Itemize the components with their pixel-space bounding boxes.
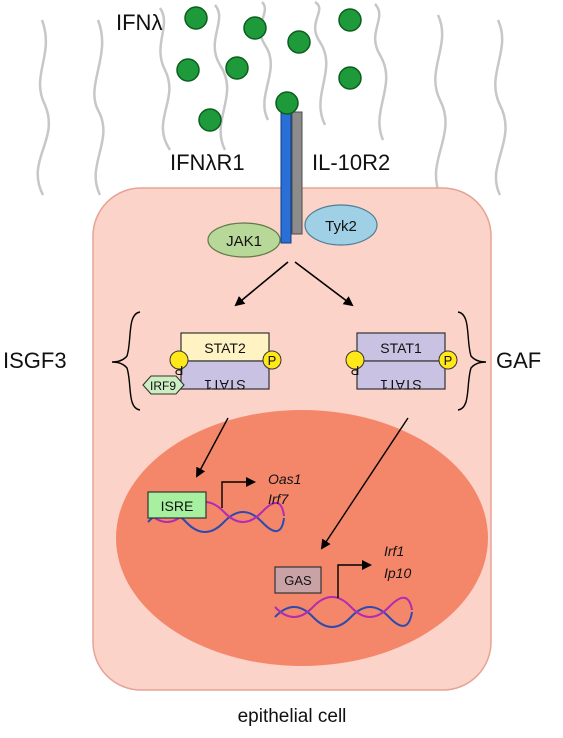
nucleus bbox=[116, 410, 488, 666]
gas-label: GAS bbox=[284, 573, 312, 588]
ifn-lambda-molecule bbox=[198, 108, 222, 132]
arrow-to-gaf bbox=[294, 261, 354, 307]
isre-transcription-arrow bbox=[221, 477, 256, 508]
ifn-lambda-molecule bbox=[184, 6, 208, 30]
stat1-label-gaf-top: STAT1 bbox=[380, 340, 422, 356]
stat2-protein bbox=[180, 332, 270, 362]
wavy-line bbox=[93, 19, 105, 196]
stat1-protein-gaf-top bbox=[356, 332, 446, 362]
phospho-site-isgf3-right bbox=[262, 350, 282, 370]
phospho-site-gaf-right bbox=[438, 350, 458, 370]
gaf-bracket bbox=[457, 311, 487, 411]
tyk2-label: Tyk2 bbox=[325, 218, 357, 235]
jak1-kinase bbox=[207, 222, 281, 258]
gas-element bbox=[274, 566, 322, 594]
stat1-label-gaf-bottom: STAT1 bbox=[380, 377, 422, 393]
ifn-lambda-molecule bbox=[287, 30, 311, 54]
il10r2-label: IL-10R2 bbox=[312, 150, 390, 175]
tyk2-kinase bbox=[304, 204, 378, 246]
phospho-site-isgf3-left bbox=[169, 350, 189, 370]
phospho-label-isgf3-left: P bbox=[175, 363, 184, 378]
gas-gene-irf1: Irf1 bbox=[384, 543, 404, 559]
isgf3-bracket bbox=[111, 311, 141, 411]
phospho-site-gaf-left bbox=[345, 350, 365, 370]
wavy-line bbox=[213, 4, 229, 151]
wavy-line bbox=[259, 1, 272, 121]
stat1-label-isgf3: STAT1 bbox=[204, 377, 246, 393]
phospho-label-isgf3-right: P bbox=[268, 353, 277, 368]
irf9-protein bbox=[142, 375, 185, 395]
gas-transcription-arrow bbox=[337, 560, 372, 598]
arrow-to-isgf3 bbox=[234, 261, 289, 307]
ifn-lambda-molecule bbox=[243, 16, 267, 40]
jak1-label: JAK1 bbox=[226, 233, 262, 250]
dna-helix-gas bbox=[274, 596, 413, 628]
ifn-lambda-molecule bbox=[338, 66, 362, 90]
isre-element bbox=[147, 491, 207, 519]
wavy-line bbox=[313, 0, 328, 126]
cell-type-label: epithelial cell bbox=[238, 706, 347, 727]
ifn-lambda-label: IFNλ bbox=[116, 10, 162, 35]
stat1-protein-isgf3 bbox=[180, 360, 270, 390]
wavy-line bbox=[434, 14, 447, 196]
arrow-isgf3-to-isre bbox=[196, 417, 229, 478]
dna-strand bbox=[274, 596, 413, 618]
ifn-lambda-molecule bbox=[176, 58, 200, 82]
dna-strand bbox=[147, 501, 285, 523]
wavy-line bbox=[494, 19, 507, 196]
gas-gene-ip10: Ip10 bbox=[384, 565, 411, 581]
ifn-lambda-molecule-bound bbox=[275, 91, 299, 115]
dna-strand bbox=[274, 606, 413, 628]
gaf-label: GAF bbox=[496, 348, 541, 373]
ifn-lambda-molecule bbox=[338, 8, 362, 32]
isre-gene-oas1: Oas1 bbox=[268, 471, 301, 487]
ifn-lambda-ligands bbox=[176, 6, 362, 132]
ifnlr1-label: IFNλR1 bbox=[170, 150, 245, 175]
phospho-label-gaf-right: P bbox=[444, 353, 453, 368]
wavy-line bbox=[36, 19, 51, 196]
wavy-line bbox=[158, 7, 172, 151]
ifnlr1-receptor bbox=[280, 107, 292, 244]
il10r2-receptor bbox=[291, 111, 303, 235]
isgf3-label: ISGF3 bbox=[3, 348, 67, 373]
stat1-protein-gaf-bottom bbox=[356, 360, 446, 390]
isre-gene-irf7: Irf7 bbox=[268, 491, 289, 507]
extracellular-wavy-lines bbox=[36, 0, 507, 196]
ifn-lambda-molecule bbox=[225, 56, 249, 80]
isre-label: ISRE bbox=[161, 498, 194, 514]
stat2-label: STAT2 bbox=[204, 340, 246, 356]
wavy-line bbox=[373, 3, 388, 141]
arrow-gaf-to-gas bbox=[320, 417, 409, 550]
irf9-label: IRF9 bbox=[150, 379, 176, 393]
phospho-label-gaf-left: P bbox=[351, 363, 360, 378]
